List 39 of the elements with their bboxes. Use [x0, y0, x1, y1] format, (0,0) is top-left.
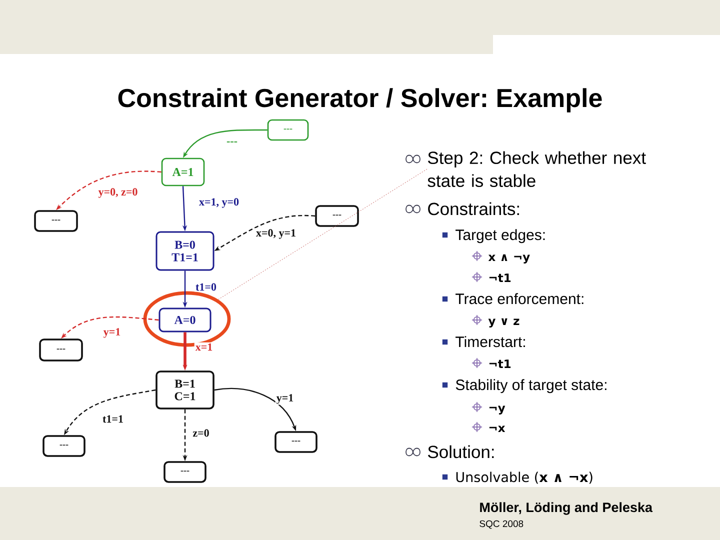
state-box: ---: [42, 435, 86, 457]
edge-label: t1=0: [194, 282, 218, 292]
list-item: Target edges:: [456, 229, 545, 244]
list-heading: Solution:: [428, 445, 494, 458]
state-box: ---: [315, 205, 359, 227]
formula: ¬t1: [489, 360, 511, 368]
state-box: ---: [34, 210, 78, 232]
state-box: ---: [267, 119, 309, 141]
slide-title: Constraint Generator / Solver: Example: [118, 88, 602, 112]
state-box: ---: [39, 338, 83, 362]
list-heading: Step 2: Check whether next state is stable: [428, 151, 646, 188]
edge-label: y=1: [102, 327, 122, 339]
state-box: B=0 T1=1: [156, 231, 214, 271]
edge-label: ---: [226, 140, 238, 146]
formula: x ∧ ¬y: [488, 254, 530, 264]
venue-text: SQC 2008: [480, 520, 524, 529]
list-item: Trace enforcement:: [456, 293, 584, 304]
edge-label: x=1, y=0: [198, 197, 240, 209]
author-names: Möller, Löding and Peleska: [480, 502, 653, 515]
formula: ¬x: [489, 426, 506, 432]
edge-label: z=0: [192, 428, 210, 438]
edge-label: x=1: [194, 342, 214, 352]
leader-line: [218, 168, 428, 300]
list-item: Stability of target state:: [456, 379, 606, 394]
edge-label: x=0, y=1: [254, 228, 298, 240]
edge-label: y=1: [275, 393, 295, 405]
formula: ¬t1: [489, 274, 511, 282]
formula: y ∨ z: [488, 318, 520, 328]
list-item: Timerstart:: [456, 336, 525, 348]
list-heading: Constraints:: [428, 202, 519, 216]
state-box: ---: [274, 431, 318, 453]
state-box: A=0: [158, 308, 212, 332]
state-box: A=1: [161, 158, 205, 186]
edge-label: y=0, z=0: [97, 187, 139, 199]
edge-label: t1=1: [102, 414, 124, 424]
state-box: B=1 C=1: [156, 370, 214, 410]
formula: ¬y: [489, 406, 506, 414]
state-box: ---: [164, 461, 206, 483]
list-item: Unsolvable (x ∧ ¬x): [456, 472, 592, 484]
